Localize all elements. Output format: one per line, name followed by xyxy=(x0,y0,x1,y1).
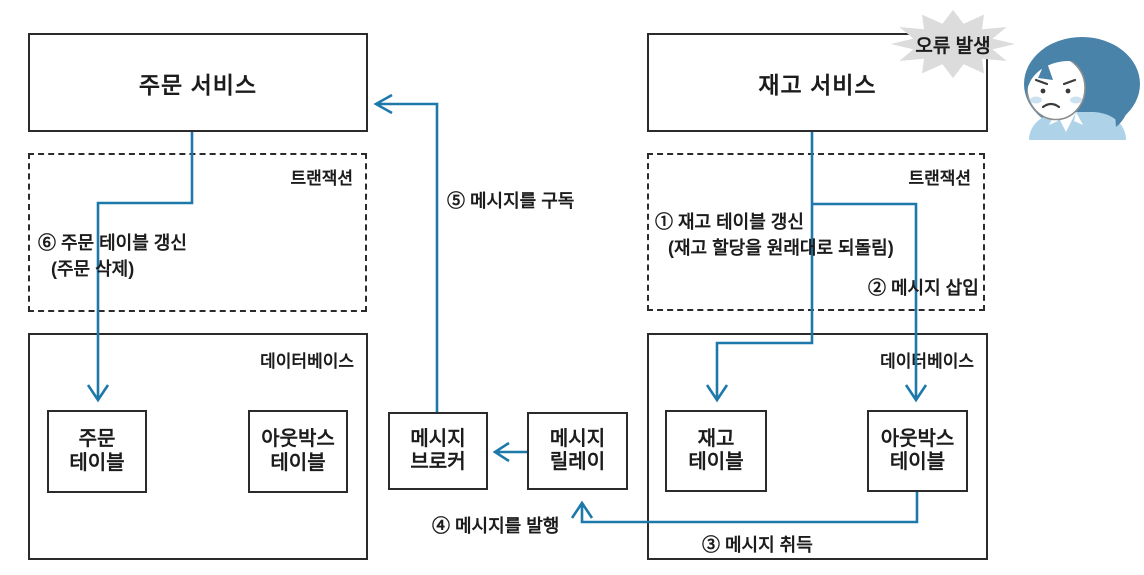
person-blush-right xyxy=(1070,96,1082,104)
person-eyebrow-left xyxy=(1034,78,1049,86)
order-service-box: 주문 서비스 xyxy=(28,33,368,132)
order-table-text: 주문 테이블 xyxy=(69,428,125,474)
inventory-service-title: 재고 서비스 xyxy=(758,71,877,98)
person-hair-back xyxy=(1024,37,1140,131)
person-eye-left xyxy=(1040,88,1046,94)
inventory-database-label: 데이터베이스 xyxy=(880,352,974,371)
order-service-title: 주문 서비스 xyxy=(138,71,258,98)
worried-person-illustration xyxy=(1024,37,1140,140)
person-body xyxy=(1029,112,1126,140)
person-eye-right xyxy=(1065,88,1071,94)
inventory-outbox-table-text: 아웃박스 테이블 xyxy=(880,427,955,473)
inventory-outbox-table-box: 아웃박스 테이블 xyxy=(867,410,968,492)
order-outbox-table-box: 아웃박스 테이블 xyxy=(248,410,348,493)
order-transaction-box: 트랜잭션 xyxy=(28,153,367,312)
person-eyebrow-right xyxy=(1062,78,1077,86)
arrow-subscribe-message xyxy=(373,93,439,412)
step-1-note: (재고 할당을 원래대로 되돌림) xyxy=(668,238,894,258)
arrow-publish-message xyxy=(492,441,527,463)
person-mouth xyxy=(1041,102,1061,109)
person-lapel-right xyxy=(1074,112,1083,125)
inventory-table-text: 재고 테이블 xyxy=(688,427,744,473)
step-3-label: ③ 메시지 취득 xyxy=(702,535,813,555)
step-6-note: (주문 삭제) xyxy=(51,259,135,279)
order-table-box: 주문 테이블 xyxy=(47,410,147,493)
error-burst-label: 오류 발생 xyxy=(915,35,991,57)
message-broker-box: 메시지 브로커 xyxy=(388,412,488,490)
order-database-label: 데이터베이스 xyxy=(260,352,354,371)
person-blush-left xyxy=(1030,96,1042,104)
person-hair-strand xyxy=(1038,60,1053,80)
message-relay-box: 메시지 릴레이 xyxy=(527,412,628,490)
order-outbox-table-text: 아웃박스 테이블 xyxy=(261,428,335,474)
step-6-text: ⑥ 주문 테이블 갱신 xyxy=(38,233,187,253)
step-5-label: ⑤ 메시지를 구독 xyxy=(447,191,575,211)
inventory-transaction-label: 트랜잭션 xyxy=(908,169,971,188)
person-face xyxy=(1026,55,1086,121)
step-4-label: ④ 메시지를 발행 xyxy=(432,516,560,536)
step-1-label: ① 재고 테이블 갱신 (재고 할당을 원래대로 되돌림) xyxy=(655,209,894,261)
person-hair-front xyxy=(1025,38,1132,127)
order-transaction-label: 트랜잭션 xyxy=(290,169,353,188)
step-2-label: ② 메시지 삽입 xyxy=(868,278,979,298)
person-lapel-left xyxy=(1049,112,1058,125)
step-1-text: ① 재고 테이블 갱신 xyxy=(655,212,804,232)
step-6-label: ⑥ 주문 테이블 갱신 (주문 삭제) xyxy=(38,230,187,282)
message-broker-text: 메시지 브로커 xyxy=(410,427,466,473)
inventory-table-box: 재고 테이블 xyxy=(665,410,767,492)
message-relay-text: 메시지 릴레이 xyxy=(549,427,606,473)
person-collar xyxy=(1056,112,1076,132)
